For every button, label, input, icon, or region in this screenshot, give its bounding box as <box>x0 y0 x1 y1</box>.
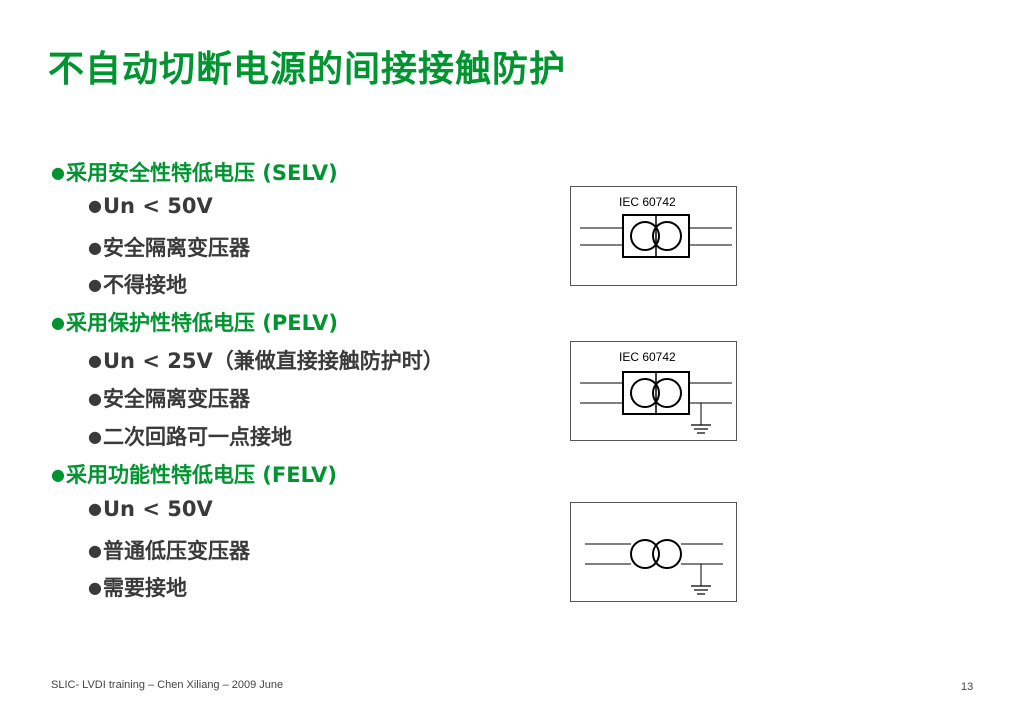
bullet-dot: ● <box>88 389 102 408</box>
bullet-item: ●需要接地 <box>88 576 187 600</box>
bullet-dot: ● <box>88 499 102 518</box>
bullet-dot: ● <box>51 313 65 332</box>
bullet-dot: ● <box>88 351 102 370</box>
standard-label: IEC 60742 <box>619 350 676 364</box>
isolation-transformer-earthed-symbol <box>580 371 732 434</box>
bullet-dot: ● <box>88 541 102 560</box>
footer-text: SLIC- LVDI training – Chen Xiliang – 200… <box>51 679 284 691</box>
slide-title: 不自动切断电源的间接接触防护 <box>48 49 567 90</box>
bullet-pelv: ●采用保护性特低电压 (PELV) <box>51 311 338 335</box>
felv-transformer-diagram <box>570 502 737 602</box>
bullet-selv: ●采用安全性特低电压 (SELV) <box>51 161 338 185</box>
bullet-item: ●Un < 25V（兼做直接接触防护时） <box>88 349 444 373</box>
bullet-item: ●Un < 50V <box>88 497 213 521</box>
ordinary-transformer-earthed-symbol <box>585 539 723 595</box>
bullet-dot: ● <box>51 465 65 484</box>
bullet-dot: ● <box>51 163 65 182</box>
bullet-item: ●Un < 50V <box>88 194 213 218</box>
bullet-item: ●安全隔离变压器 <box>88 236 250 260</box>
isolation-transformer-symbol <box>580 214 732 258</box>
standard-label: IEC 60742 <box>619 195 676 209</box>
bullet-dot: ● <box>88 275 102 294</box>
selv-transformer-diagram: IEC 60742 <box>570 186 737 286</box>
page-number: 13 <box>961 681 974 693</box>
bullet-item: ●不得接地 <box>88 273 187 297</box>
bullet-item: ●普通低压变压器 <box>88 539 250 563</box>
bullet-dot: ● <box>88 238 102 257</box>
bullet-item: ●安全隔离变压器 <box>88 387 250 411</box>
bullet-dot: ● <box>88 196 102 215</box>
bullet-dot: ● <box>88 427 102 446</box>
bullet-item: ●二次回路可一点接地 <box>88 425 292 449</box>
pelv-transformer-diagram: IEC 60742 <box>570 341 737 441</box>
bullet-dot: ● <box>88 578 102 597</box>
bullet-felv: ●采用功能性特低电压 (FELV) <box>51 463 337 487</box>
